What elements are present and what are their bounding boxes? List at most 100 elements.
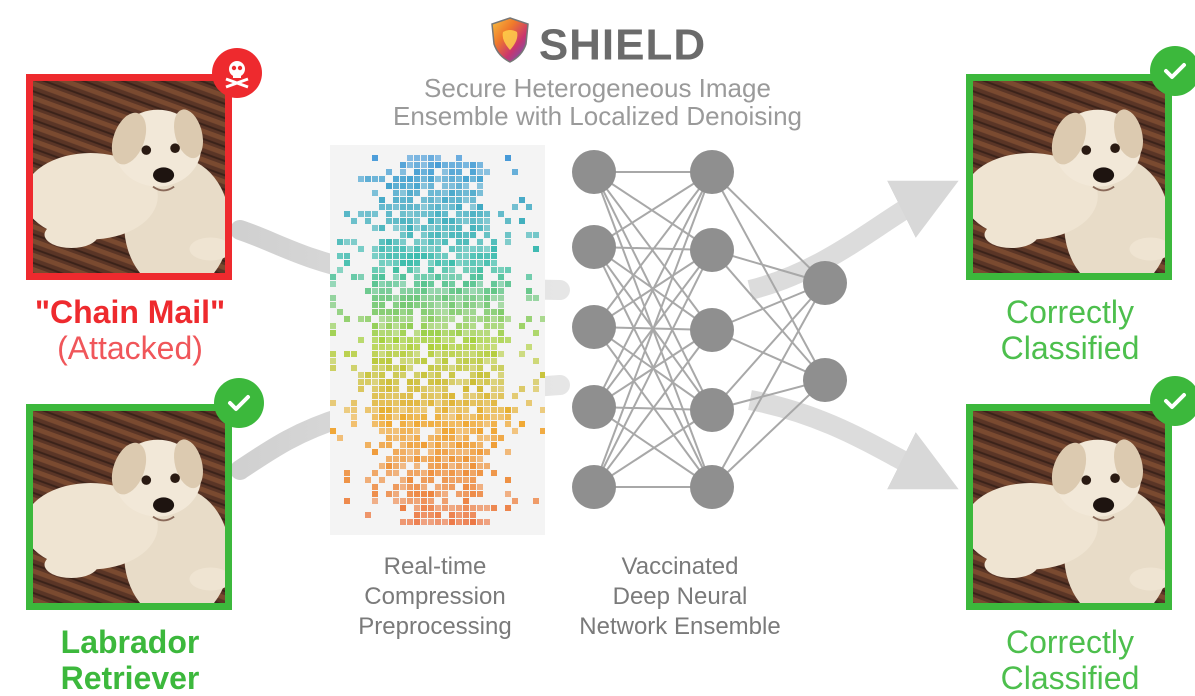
pixel: [330, 274, 336, 280]
pixel: [463, 435, 469, 441]
pixel: [449, 379, 455, 385]
pixel: [449, 295, 455, 301]
pixel: [393, 225, 399, 231]
pixel: [330, 428, 336, 434]
pixel: [470, 162, 476, 168]
pixel: [442, 470, 448, 476]
pixel: [386, 281, 392, 287]
pixel: [428, 239, 434, 245]
pixel: [386, 316, 392, 322]
pixel: [519, 386, 525, 392]
pixel: [372, 498, 378, 504]
pixel: [442, 253, 448, 259]
pixel: [379, 351, 385, 357]
pixel: [400, 309, 406, 315]
pixel: [477, 295, 483, 301]
pixel: [470, 253, 476, 259]
pixel: [330, 358, 336, 364]
pixel: [358, 316, 364, 322]
pixel: [463, 260, 469, 266]
pixel: [456, 260, 462, 266]
pixel: [393, 470, 399, 476]
pixel: [428, 211, 434, 217]
pixel: [400, 162, 406, 168]
pixel: [456, 239, 462, 245]
pixel: [407, 302, 413, 308]
pixel: [477, 183, 483, 189]
pixel: [344, 470, 350, 476]
pixel: [449, 351, 455, 357]
pixel: [421, 309, 427, 315]
pixel: [400, 421, 406, 427]
pixel: [428, 393, 434, 399]
pixel: [414, 463, 420, 469]
pixel: [463, 442, 469, 448]
pixel: [379, 323, 385, 329]
pixel: [477, 337, 483, 343]
pixel: [463, 386, 469, 392]
pixel: [407, 260, 413, 266]
shield-icon: [489, 16, 531, 75]
pixel: [421, 169, 427, 175]
pixel: [435, 309, 441, 315]
pixel: [386, 491, 392, 497]
pixel: [330, 330, 336, 336]
pixel: [428, 225, 434, 231]
pixel: [456, 246, 462, 252]
pixel: [477, 260, 483, 266]
pixel: [421, 414, 427, 420]
pixel: [358, 246, 364, 252]
pixel: [428, 491, 434, 497]
pixel: [428, 176, 434, 182]
pixel: [428, 372, 434, 378]
pixel: [414, 183, 420, 189]
pixel: [407, 435, 413, 441]
dog-photo: [973, 81, 1165, 273]
pixel: [484, 519, 490, 525]
pixel: [498, 330, 504, 336]
pixel: [456, 253, 462, 259]
pixel: [463, 512, 469, 518]
subtitle-line-2: Ensemble with Localized Denoising: [392, 101, 802, 131]
pixel: [498, 407, 504, 413]
pixel: [407, 358, 413, 364]
pixel: [351, 421, 357, 427]
pixel: [449, 484, 455, 490]
pixel: [386, 456, 392, 462]
pixel: [386, 183, 392, 189]
pixel: [449, 288, 455, 294]
pixel: [400, 393, 406, 399]
pixel: [442, 330, 448, 336]
pixel: [393, 344, 399, 350]
pixel: [491, 316, 497, 322]
pixel: [414, 218, 420, 224]
pixel: [435, 435, 441, 441]
pixel: [365, 379, 371, 385]
pixel: [435, 393, 441, 399]
pixel: [456, 169, 462, 175]
pixel: [449, 281, 455, 287]
pixel: [400, 288, 406, 294]
pixel: [414, 337, 420, 343]
pixel: [470, 484, 476, 490]
pixel: [449, 337, 455, 343]
pixel: [442, 358, 448, 364]
pixel: [351, 218, 357, 224]
pixel: [442, 225, 448, 231]
pixel: [463, 211, 469, 217]
neural-network-diagram: [572, 150, 847, 509]
pixel: [456, 400, 462, 406]
pixel: [400, 435, 406, 441]
pixel: [365, 407, 371, 413]
pixel: [442, 197, 448, 203]
pixel: [428, 246, 434, 252]
pixel: [400, 337, 406, 343]
pixel: [386, 288, 392, 294]
pixel: [463, 162, 469, 168]
pixel: [526, 204, 532, 210]
pixel: [358, 274, 364, 280]
pixel: [442, 386, 448, 392]
pixel: [463, 470, 469, 476]
pixel: [428, 477, 434, 483]
pixel: [435, 379, 441, 385]
